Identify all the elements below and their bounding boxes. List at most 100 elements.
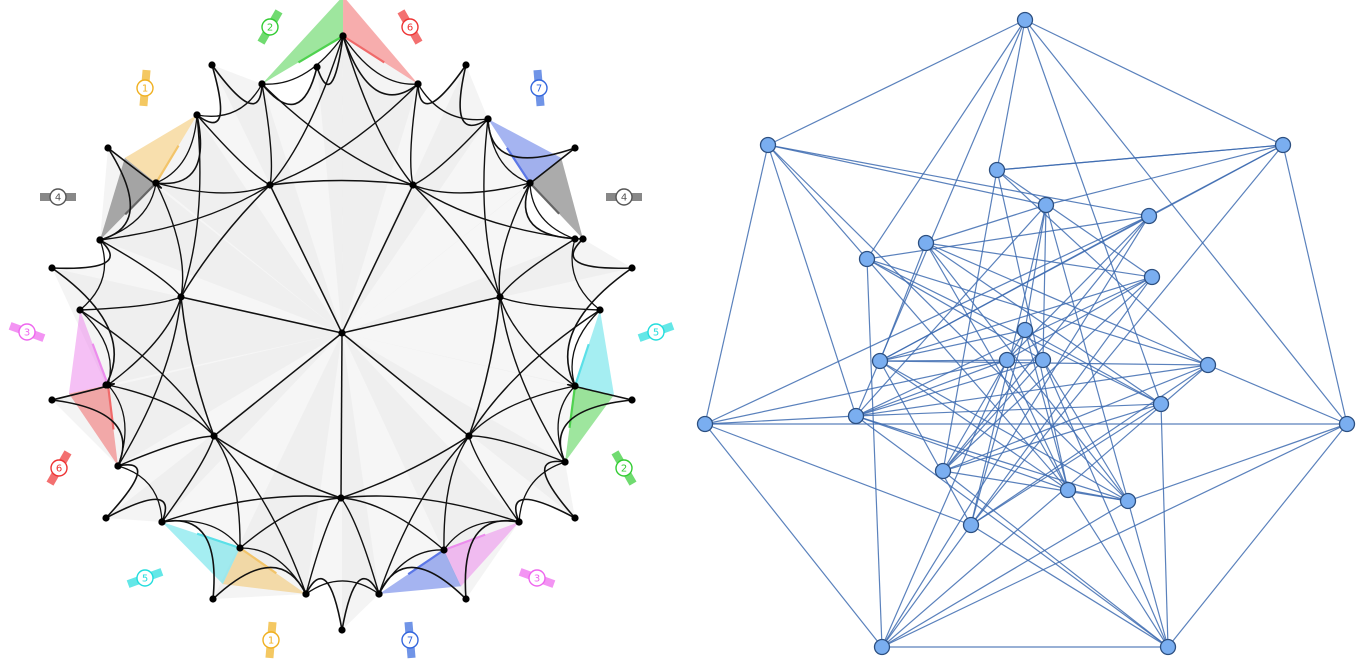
gluing-circle	[261, 18, 279, 36]
inner-arc	[180, 296, 215, 437]
ring-arc	[269, 83, 419, 186]
graph-edge	[1024, 19, 1284, 146]
tiling-vertex	[579, 235, 587, 243]
boundary-arc	[572, 238, 633, 270]
graph-node	[1140, 207, 1158, 225]
graph-edge	[855, 364, 1209, 417]
middle-arc	[518, 461, 566, 523]
tiling-vertex	[571, 514, 579, 522]
tiling-vertex	[571, 382, 579, 390]
tiling-vertex	[96, 236, 104, 244]
ring-arc	[99, 184, 271, 241]
graph-edge	[704, 359, 1008, 425]
graph-node	[871, 352, 889, 370]
colored-edge-wedges	[68, 0, 615, 594]
ring-arc	[483, 118, 501, 298]
graph-node	[1143, 268, 1161, 286]
ring-arc	[269, 35, 344, 186]
middle-arc	[417, 83, 489, 121]
graph-edge	[855, 403, 1162, 417]
tiling-shade-triangle	[156, 115, 342, 333]
colored-edge-5	[573, 343, 590, 387]
gluing-number: 7	[536, 84, 542, 95]
gluing-circle	[530, 79, 548, 97]
graph-edge	[879, 360, 1069, 491]
graph-node	[696, 415, 714, 433]
tiling-vertex	[76, 306, 84, 314]
graph-node	[1159, 638, 1177, 656]
middle-arc	[557, 385, 576, 463]
colored-wedge-2	[262, 0, 344, 84]
graph-edge	[704, 423, 883, 648]
ring-arc	[468, 309, 601, 437]
graph-edge	[767, 144, 868, 260]
colored-wedge-1	[124, 115, 197, 183]
graph-edge	[1167, 423, 1348, 648]
tiling-shade-triangle	[342, 333, 632, 400]
graph-edge	[879, 242, 927, 362]
graph-edge	[1067, 489, 1169, 648]
colored-wedge-7	[488, 119, 562, 183]
tiling-shade-triangle	[213, 333, 342, 599]
graph-edge	[1006, 276, 1153, 361]
gluing-number: 3	[534, 574, 540, 585]
tiling-shade-triangle	[342, 333, 575, 518]
gluing-label-4: 4	[606, 188, 642, 206]
graph-edge	[1042, 359, 1169, 648]
tiling-vertex	[484, 115, 492, 123]
ring-arc	[161, 495, 342, 523]
tiling-vertex	[104, 144, 112, 152]
tiling-vertex	[339, 32, 347, 40]
graph-edge	[1024, 19, 1348, 425]
ring-arc	[499, 238, 576, 298]
colored-edge-3	[91, 343, 110, 386]
boundary-arc	[342, 35, 419, 96]
gluing-number: 2	[267, 23, 273, 34]
colored-wedge-3	[444, 522, 519, 587]
gluing-label-4: 4	[40, 188, 76, 206]
gluing-circle	[49, 188, 67, 206]
tiling-vertex	[337, 494, 345, 502]
tiling-shade-triangle	[342, 333, 519, 599]
gluing-circle	[615, 188, 633, 206]
inner-arc	[213, 435, 342, 499]
graph-edge	[866, 258, 1162, 405]
ring-arc	[378, 435, 470, 595]
graph-edge	[866, 215, 1150, 260]
ring-arc	[412, 182, 531, 194]
gluing-circle	[136, 79, 154, 97]
center-spoke	[341, 184, 414, 334]
tiling-vertex	[258, 80, 266, 88]
graph-edge	[866, 258, 1044, 361]
ring-arc	[196, 114, 271, 186]
graph-edge	[925, 204, 1047, 244]
colored-wedge-5	[575, 310, 615, 395]
ring-arc	[213, 435, 241, 549]
boundary-arc	[514, 498, 576, 523]
graph-edge	[942, 364, 1209, 472]
gluing-label-5: 5	[637, 322, 675, 342]
graph-edge	[970, 524, 1169, 648]
graph-node	[1034, 351, 1052, 369]
colored-edge-4	[529, 182, 560, 215]
gluing-badge: 3	[18, 323, 36, 341]
tiling-vertex	[236, 544, 244, 552]
gluing-number: 6	[56, 464, 62, 475]
gluing-label-6: 6	[397, 9, 423, 45]
middle-arc	[487, 118, 531, 184]
middle-arc	[571, 238, 601, 311]
graph-edge	[855, 415, 1069, 491]
graph-edge	[942, 470, 1129, 502]
tiling-vertex	[409, 181, 417, 189]
tiling-shade-triangle	[342, 239, 632, 333]
ring-arc	[412, 118, 489, 186]
gluing-number: 5	[142, 574, 148, 585]
tiling-vertex	[177, 293, 185, 301]
gluing-badge: 7	[401, 631, 419, 649]
graph-edge	[942, 470, 1169, 648]
ring-arc	[79, 296, 182, 311]
graph-node	[1016, 321, 1034, 339]
tiling-shade-triangle	[342, 65, 488, 333]
graph-node	[1338, 415, 1356, 433]
graph-edge	[925, 242, 1153, 278]
